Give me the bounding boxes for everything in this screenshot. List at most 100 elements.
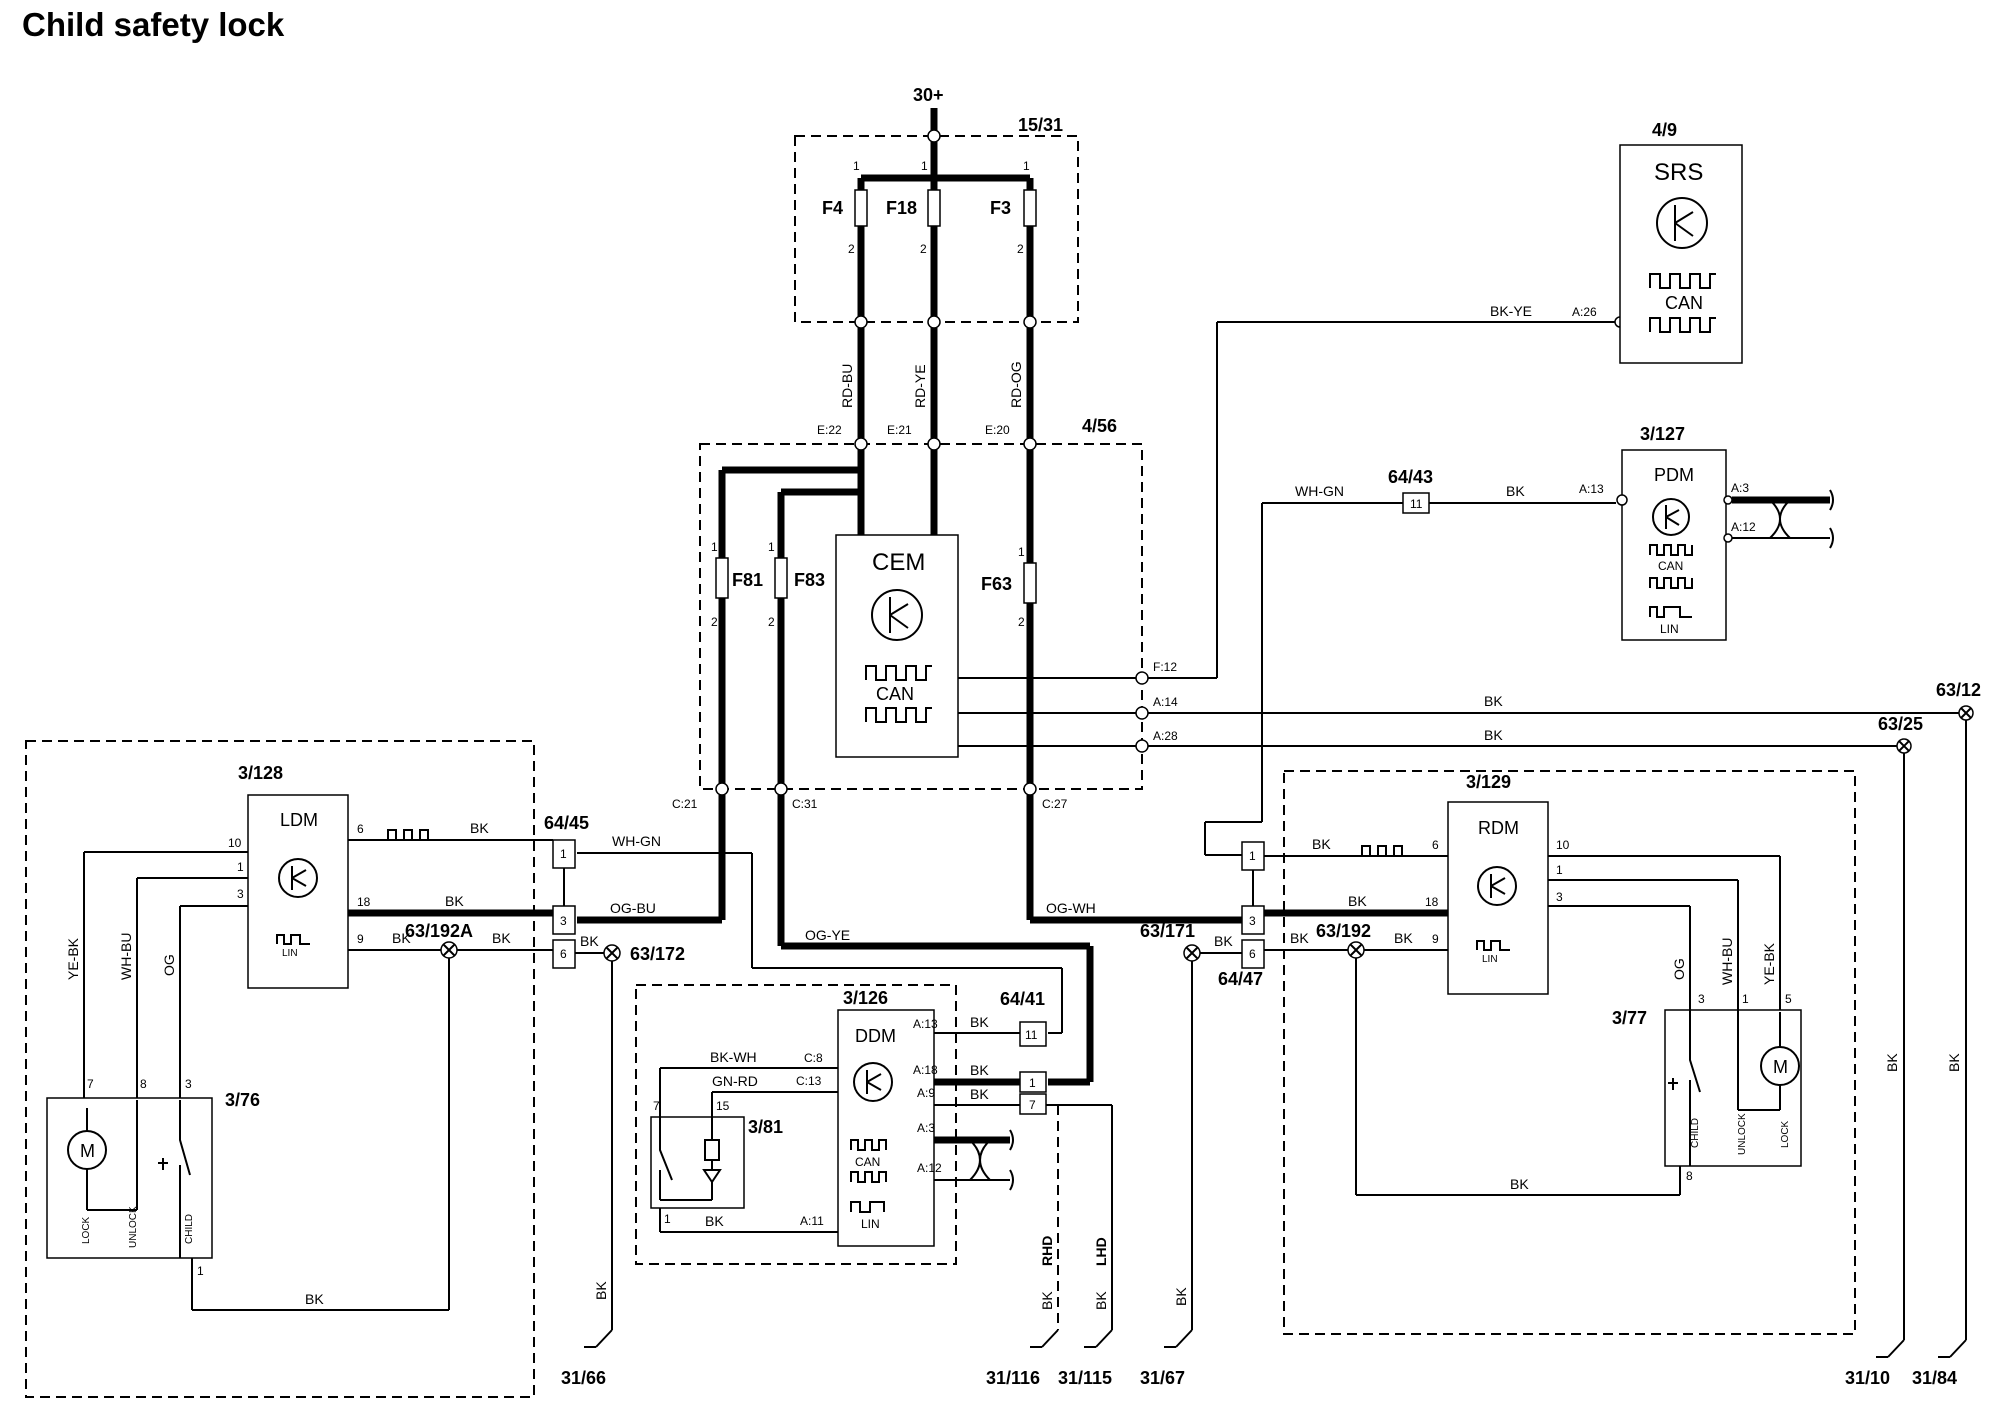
svg-text:1: 1 xyxy=(1742,992,1749,1006)
ddm-pin-a13: A:13 xyxy=(913,1017,938,1031)
fuse-f81: F81 xyxy=(732,570,763,590)
ldm-ref: 3/128 xyxy=(238,763,283,783)
ddm-label: DDM xyxy=(855,1026,896,1046)
svg-text:7: 7 xyxy=(87,1077,94,1091)
svg-text:1: 1 xyxy=(1018,545,1025,559)
wire-bk-ldm6: BK xyxy=(470,820,489,836)
variant-lhd: LHD xyxy=(1093,1237,1109,1266)
variant-rhd: RHD xyxy=(1039,1236,1055,1266)
gnd-31-66: 31/66 xyxy=(561,1368,606,1388)
svg-text:3: 3 xyxy=(1698,992,1705,1006)
wire-bk-ddm-a9: BK xyxy=(970,1086,989,1102)
srs-can: CAN xyxy=(1665,293,1703,313)
gnd-31-10: 31/10 xyxy=(1845,1368,1890,1388)
c-64-45-ref: 64/45 xyxy=(544,813,589,833)
wire-bk-rdm-child: BK xyxy=(1510,1176,1529,1192)
svg-text:3: 3 xyxy=(185,1077,192,1091)
fuse-f3: F3 xyxy=(990,198,1011,218)
ddm-pin-a3: A:3 xyxy=(917,1121,935,1135)
svg-text:2: 2 xyxy=(711,615,718,629)
rdm-motor-unit xyxy=(1664,1009,1802,1167)
wire-bk-31116: BK xyxy=(1039,1291,1055,1310)
pin-a14: A:14 xyxy=(1153,695,1178,709)
supply-label: 30+ xyxy=(913,85,944,105)
rdm-module xyxy=(1447,801,1549,995)
left-door-enclosure xyxy=(25,740,535,1398)
pdm-can: CAN xyxy=(1658,559,1683,573)
svg-text:9: 9 xyxy=(1432,932,1439,946)
g-63-171: 63/171 xyxy=(1140,921,1195,941)
svg-text:10: 10 xyxy=(228,836,242,850)
ldm-motor-ref: 3/76 xyxy=(225,1090,260,1110)
fuse-f4: F4 xyxy=(822,198,843,218)
svg-text:10: 10 xyxy=(1556,838,1570,852)
right-door-enclosure xyxy=(1283,770,1856,1335)
fusebox-ref: 15/31 xyxy=(1018,115,1063,135)
wire-bk-pdm: BK xyxy=(1506,483,1525,499)
ddm-pin-a18: A:18 xyxy=(913,1063,938,1077)
pin-e20: E:20 xyxy=(985,423,1010,437)
ddm-pin-c8: C:8 xyxy=(804,1051,823,1065)
pdm-lin: LIN xyxy=(1660,622,1679,636)
wire-bk-a28: BK xyxy=(1484,727,1503,743)
svg-text:3: 3 xyxy=(1249,914,1256,928)
gnd-31-116: 31/116 xyxy=(986,1368,1040,1388)
svg-text:1: 1 xyxy=(664,1212,671,1226)
svg-text:6: 6 xyxy=(560,947,567,961)
ddm-lin: LIN xyxy=(861,1217,880,1231)
rdm-label: RDM xyxy=(1478,818,1519,838)
g-63-192: 63/192 xyxy=(1316,921,1371,941)
svg-text:6: 6 xyxy=(1432,838,1439,852)
wire-bk-wh: BK-WH xyxy=(710,1049,757,1065)
pin-e21: E:21 xyxy=(887,423,912,437)
svg-text:18: 18 xyxy=(357,895,371,909)
pin-c31: C:31 xyxy=(792,797,818,811)
wire-og-l: OG xyxy=(161,954,177,976)
cem-enclosure xyxy=(699,443,1143,790)
svg-text:2: 2 xyxy=(1017,242,1024,256)
pdm-pin-a12: A:12 xyxy=(1731,520,1756,534)
wire-bk-ddm-a13: BK xyxy=(970,1014,989,1030)
srs-label: SRS xyxy=(1654,159,1703,186)
svg-text:1: 1 xyxy=(1556,863,1563,877)
wire-bk-ldm9: BK xyxy=(392,930,411,946)
wire-ye-bk-r: YE-BK xyxy=(1761,942,1777,985)
svg-text:8: 8 xyxy=(140,1077,147,1091)
ground-31-66: 31/66 xyxy=(561,1329,613,1388)
ddm-ref: 3/126 xyxy=(843,988,888,1008)
ddm-can: CAN xyxy=(855,1155,880,1169)
svg-text:15: 15 xyxy=(716,1099,730,1113)
fuse-f18: F18 xyxy=(886,198,917,218)
ground-31-10: 31/10 xyxy=(1845,1339,1905,1388)
rdm-lock: LOCK xyxy=(1780,1120,1791,1148)
pin-e22: E:22 xyxy=(817,423,842,437)
c-64-41-ref: 64/41 xyxy=(1000,989,1045,1009)
ldm-unlock: UNLOCK xyxy=(128,1206,139,1248)
wire-rd-og: RD-OG xyxy=(1008,361,1024,408)
ddm-pin-a12: A:12 xyxy=(917,1161,942,1175)
rdm-child: CHILD xyxy=(1690,1118,1701,1148)
svg-text:2: 2 xyxy=(920,242,927,256)
svg-text:1: 1 xyxy=(237,860,244,874)
wire-rd-ye: RD-YE xyxy=(912,364,928,408)
svg-text:3: 3 xyxy=(560,914,567,928)
svg-text:2: 2 xyxy=(1018,615,1025,629)
svg-text:2: 2 xyxy=(768,615,775,629)
svg-text:9: 9 xyxy=(357,932,364,946)
srs-ref: 4/9 xyxy=(1652,120,1677,140)
cem-label: CEM xyxy=(872,549,925,576)
wire-bk-ddm-a11: BK xyxy=(705,1213,724,1229)
wire-wh-gn-top: WH-GN xyxy=(1295,483,1344,499)
rdm-motor-m: M xyxy=(1773,1057,1788,1077)
ldm-motor-m: M xyxy=(80,1141,95,1161)
g-63-192a: 63/192A xyxy=(405,921,473,941)
ddm-pin-a11: A:11 xyxy=(800,1214,824,1228)
ground-31-115: 31/115 xyxy=(1058,1329,1113,1388)
svg-text:3: 3 xyxy=(237,887,244,901)
g-63-25: 63/25 xyxy=(1878,714,1923,734)
rdm-lin: LIN xyxy=(1482,954,1498,965)
wire-bk-3110: BK xyxy=(1884,1053,1900,1072)
ddm-pin-a9: A:9 xyxy=(917,1086,935,1100)
ldm-lock: LOCK xyxy=(81,1216,92,1244)
